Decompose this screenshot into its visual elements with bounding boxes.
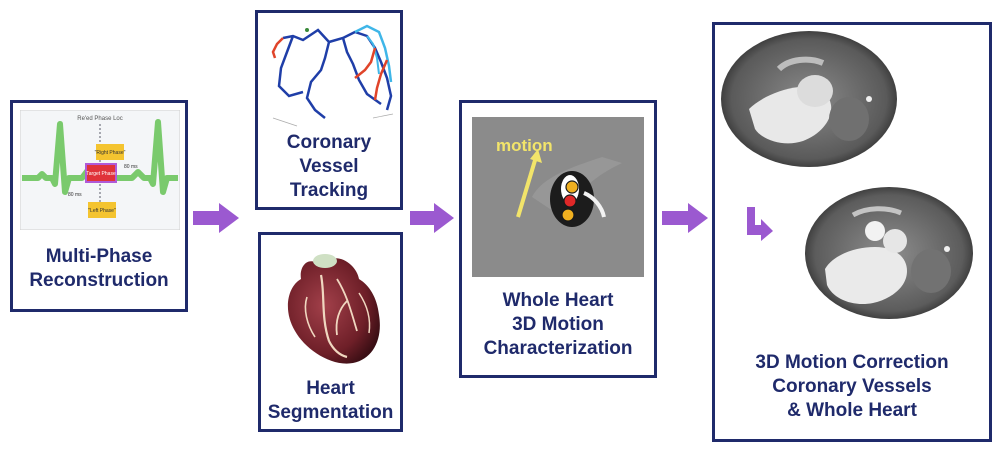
correction-box: 3D Motion Correction Coronary Vessels & … <box>712 22 992 442</box>
motion-label-line2: 3D Motion <box>512 313 604 335</box>
motion-box: motion Whole Heart 3D Motion Characteriz… <box>459 100 657 378</box>
ecg-phase-image: Re'ed Phase Loc "Right Phase" Target Pha… <box>20 110 180 230</box>
ms-right-label: 80 ms <box>124 164 138 170</box>
target-phase-label: Target Phase <box>86 171 116 177</box>
correction-label-line2: Coronary Vessels <box>772 375 932 397</box>
ecg-header: Re'ed Phase Loc <box>77 116 123 122</box>
motion-label: Whole Heart 3D Motion Characterization <box>462 289 654 360</box>
correction-label-line3: & Whole Heart <box>787 399 917 421</box>
segmentation-label: Heart Segmentation <box>261 377 400 425</box>
right-phase-label: "Right Phase" <box>95 150 126 156</box>
tracking-label: Coronary Vessel Tracking <box>258 131 400 202</box>
motion-arrow-icon <box>516 156 538 218</box>
left-phase-label: "Left Phase" <box>88 208 116 214</box>
tracking-label-line1: Coronary <box>286 132 372 153</box>
heart-render-image <box>287 254 380 364</box>
motion-label-line1: Whole Heart <box>502 290 614 311</box>
ct-before-image <box>721 31 897 167</box>
tracking-box: Coronary Vessel Tracking <box>255 10 403 210</box>
segmentation-box: Heart Segmentation <box>258 232 403 432</box>
right-phase-tag <box>96 144 124 160</box>
curved-arrow-icon <box>747 207 773 241</box>
tracking-label-line2: Vessel <box>299 155 359 177</box>
segmentation-label-line1: Heart <box>306 378 355 399</box>
motion-overlay-label: motion <box>496 136 553 155</box>
multiphase-label: Multi-Phase Reconstruction <box>13 245 185 293</box>
arrow-right-icon <box>410 203 454 233</box>
arrow-right-icon <box>662 203 708 233</box>
ms-left-label: 80 ms <box>68 192 82 198</box>
segmentation-label-line2: Segmentation <box>267 401 394 423</box>
multiphase-box: Re'ed Phase Loc "Right Phase" Target Pha… <box>10 100 188 312</box>
multiphase-label-line2: Reconstruction <box>29 269 169 291</box>
target-phase-tag <box>85 163 117 183</box>
vessel-tracking-image <box>271 24 394 127</box>
correction-label: 3D Motion Correction Coronary Vessels & … <box>715 351 989 422</box>
correction-label-line1: 3D Motion Correction <box>755 352 949 373</box>
multiphase-label-line1: Multi-Phase <box>45 246 153 267</box>
ct-after-image <box>805 187 973 319</box>
arrow-right-icon <box>193 203 239 233</box>
tracking-label-line3: Tracking <box>289 179 369 201</box>
motion-label-line3: Characterization <box>483 337 633 359</box>
left-phase-tag <box>88 202 116 218</box>
motion-field-image: motion <box>472 117 644 277</box>
